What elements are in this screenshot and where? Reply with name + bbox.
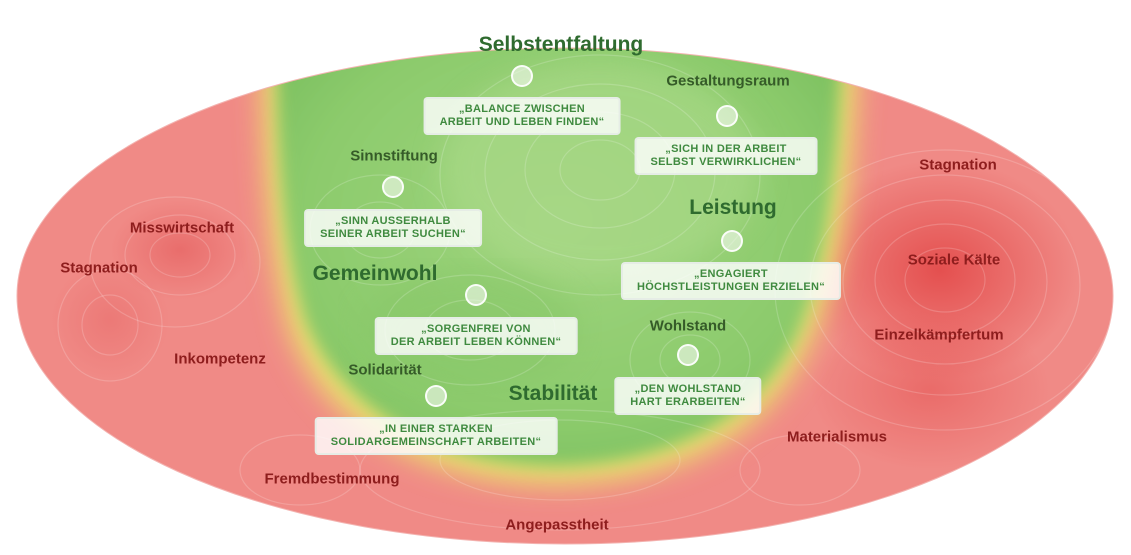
sub-label-solidaritaet: Solidarität (348, 361, 422, 379)
sub-label-gestaltungsraum: Gestaltungsraum (666, 72, 790, 90)
risk-label-einzelkaempfertum: Einzelkämpfertum (874, 326, 1004, 344)
value-label-gemeinwohl: Gemeinwohl (312, 262, 438, 285)
risk-label-angepasstheit: Angepasstheit (505, 516, 609, 534)
marker-selbst[interactable] (716, 105, 738, 127)
marker-sinn[interactable] (382, 176, 404, 198)
marker-solidar[interactable] (425, 385, 447, 407)
value-label-leistung: Leistung (689, 196, 777, 219)
sub-label-sinnstiftung: Sinnstiftung (350, 147, 438, 165)
risk-label-stagnation-right: Stagnation (919, 156, 997, 174)
sub-label-wohlstand: Wohlstand (649, 317, 727, 335)
risk-label-fremdbestimmung: Fremdbestimmung (264, 470, 400, 488)
risk-label-stagnation-left: Stagnation (60, 259, 138, 277)
risk-label-soziale-kaelte: Soziale Kälte (907, 251, 1001, 269)
map-outline (16, 47, 1114, 545)
risk-label-materialismus: Materialismus (786, 428, 888, 446)
marker-balance[interactable] (511, 65, 533, 87)
marker-wohlstand[interactable] (677, 344, 699, 366)
value-label-selbstentfaltung: Selbstentfaltung (478, 33, 644, 56)
marker-engagiert[interactable] (721, 230, 743, 252)
value-label-stabilitaet: Stabilität (508, 382, 598, 405)
risk-label-inkompetenz: Inkompetenz (174, 350, 266, 368)
risk-label-misswirtschaft: Misswirtschaft (129, 219, 235, 237)
marker-sorgenfrei[interactable] (465, 284, 487, 306)
